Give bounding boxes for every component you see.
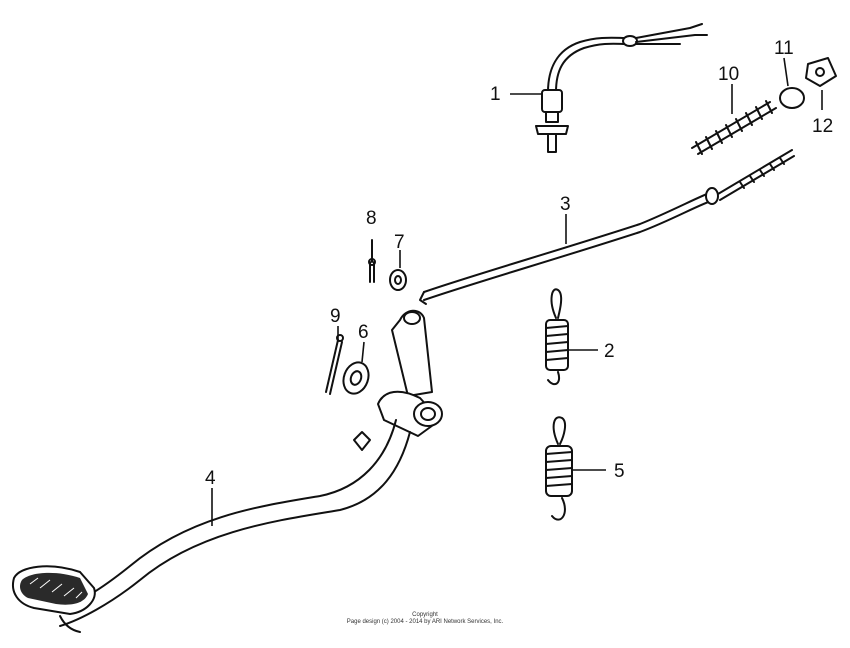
callout-11: 11 [774, 38, 794, 59]
copyright-label: Copyright [412, 612, 438, 618]
callout-2: 2 [604, 341, 615, 362]
part-2-spring[interactable] [545, 288, 598, 386]
callout-8: 8 [366, 208, 377, 229]
part-12-nut[interactable] [805, 57, 837, 110]
callout-1: 1 [490, 84, 501, 105]
callout-4: 4 [205, 468, 216, 489]
copyright-text: Page design (c) 2004 - 2014 by ARI Netwo… [346, 619, 504, 625]
callout-9: 9 [330, 306, 341, 327]
part-7-washer[interactable] [389, 250, 407, 291]
callout-5: 5 [614, 461, 625, 482]
part-10-spring[interactable] [691, 84, 777, 155]
part-6-washer[interactable] [339, 341, 372, 397]
part-5-spring[interactable] [545, 416, 606, 521]
part-4-brake-pedal[interactable] [12, 309, 443, 633]
callout-10: 10 [718, 64, 739, 85]
part-1-switch[interactable] [510, 23, 708, 153]
callout-12: 12 [812, 116, 833, 137]
part-9-cotter-pin[interactable] [325, 326, 344, 395]
part-11-joint[interactable] [779, 57, 805, 109]
part-3-brake-rod[interactable] [419, 149, 795, 305]
part-8-pin[interactable] [368, 239, 376, 283]
callout-6: 6 [358, 322, 369, 343]
callout-7: 7 [394, 232, 405, 253]
callout-3: 3 [560, 194, 571, 215]
